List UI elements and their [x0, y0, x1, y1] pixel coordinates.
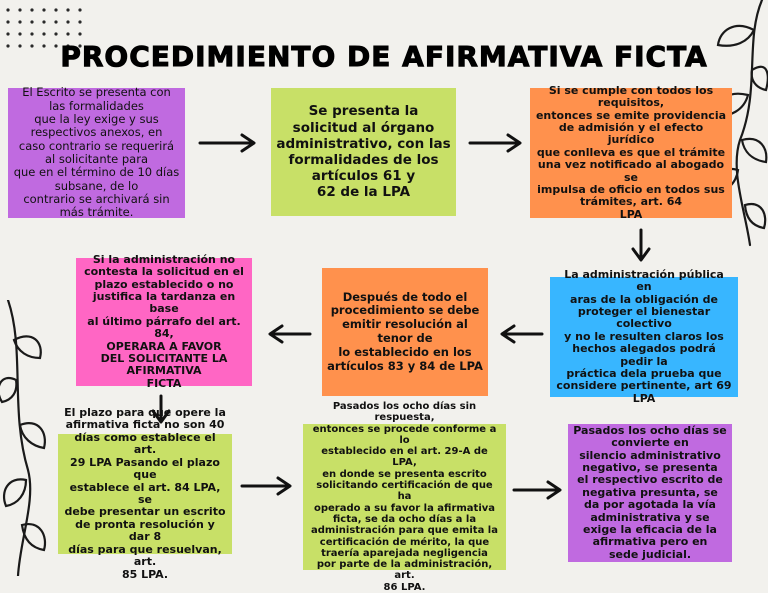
step-4-box: La administración pública en aras de la …: [550, 268, 738, 405]
arrow-left-icon: [268, 324, 312, 344]
step-7-box: El plazo para que opere la afirmativa fi…: [58, 406, 232, 580]
step-2-box: Se presenta la solicitud al órgano admin…: [271, 88, 456, 216]
step-3-box: Si se cumple con todos los requisitos, e…: [530, 84, 732, 221]
step-4-text: La administración pública en aras de la …: [556, 267, 732, 405]
step-2-text: Se presenta la solicitud al órgano admin…: [276, 103, 451, 201]
leaf-vine-decoration-bottom-left: [0, 300, 47, 576]
step-6-text: Si la administración no contesta la soli…: [84, 252, 244, 390]
step-5-text: Después de todo el procedimiento se debe…: [327, 289, 483, 373]
arrow-right-icon: [512, 480, 562, 500]
page-title: PROCEDIMIENTO DE AFIRMATIVA FICTA: [60, 40, 708, 74]
dot-grid-decoration: [6, 8, 82, 48]
step-9-box: Pasados los ocho días se convierte en si…: [568, 424, 732, 562]
step-7-text: El plazo para que opere la afirmativa fi…: [64, 406, 226, 581]
arrow-right-icon: [468, 133, 522, 153]
step-1-text: El Escrito se presenta con las formalida…: [13, 85, 180, 220]
step-8-text: Pasados los ocho días sin respuesta, ent…: [311, 400, 498, 593]
arrow-down-icon: [631, 228, 651, 262]
arrow-right-icon: [240, 476, 292, 496]
step-9-text: Pasados los ocho días se convierte en si…: [573, 423, 727, 561]
step-8-box: Pasados los ocho días sin respuesta, ent…: [303, 401, 506, 593]
arrow-down-icon: [151, 394, 171, 424]
arrow-left-icon: [500, 324, 544, 344]
step-6-box: Si la administración no contesta la soli…: [76, 253, 252, 390]
step-5-box: Después de todo el procedimiento se debe…: [322, 268, 488, 396]
step-3-text: Si se cumple con todos los requisitos, e…: [535, 83, 727, 221]
arrow-right-icon: [198, 133, 256, 153]
step-1-box: El Escrito se presenta con las formalida…: [8, 85, 185, 220]
